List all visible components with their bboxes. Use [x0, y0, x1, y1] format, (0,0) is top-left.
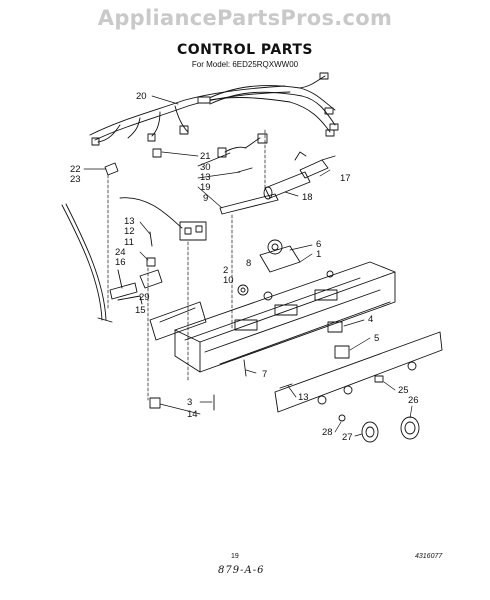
callout-22: 22 — [70, 164, 81, 175]
callout-18: 18 — [302, 192, 313, 203]
callout-26: 26 — [408, 395, 419, 406]
callout-27: 27 — [342, 432, 353, 443]
part-21-clip — [152, 148, 162, 158]
screw-7 — [243, 359, 247, 377]
callout-14: 14 — [187, 409, 198, 420]
callout-23: 23 — [70, 174, 81, 185]
part-14-bracket — [149, 397, 161, 409]
screw-13-bottom — [279, 383, 293, 389]
callout-25: 25 — [398, 385, 409, 396]
wire-harness — [89, 72, 339, 146]
callout-20: 20 — [136, 91, 147, 102]
callout-17: 17 — [340, 173, 351, 184]
part-22 — [104, 162, 119, 176]
part-8-knob-bushing — [237, 284, 249, 296]
part-5-switch — [334, 345, 350, 359]
part-28-washer — [338, 414, 346, 422]
watermark: AppliancePartsPros.com — [97, 6, 393, 30]
callout-28: 28 — [322, 427, 333, 438]
model-line: For Model: 6ED25RQXWW00 — [191, 60, 299, 69]
handwritten-note: 879-A-6 — [218, 565, 265, 576]
callout-11: 11 — [124, 237, 134, 248]
callout-labels: 20 21 30 13 19 9 17 18 22 23 13 12 11 24… — [70, 91, 419, 443]
diagram-title: CONTROL PARTS — [176, 42, 313, 58]
callout-9: 9 — [203, 193, 208, 204]
callout-24: 24 — [115, 247, 126, 258]
part-30-wire — [224, 146, 247, 153]
part-23-rod — [61, 204, 103, 321]
callout-10: 10 — [223, 275, 234, 286]
callout-6: 6 — [316, 239, 321, 250]
callout-29: 29 — [139, 292, 150, 303]
callout-19: 19 — [200, 182, 211, 193]
callout-5: 5 — [374, 333, 379, 344]
document-number: 4316077 — [415, 553, 443, 560]
callout-1: 1 — [316, 249, 321, 260]
callout-30: 30 — [200, 162, 211, 173]
part-18 — [264, 171, 311, 199]
callout-8: 8 — [246, 258, 251, 269]
callout-21: 21 — [200, 151, 211, 162]
callout-15: 15 — [135, 305, 146, 316]
callout-13-bottom: 13 — [298, 392, 309, 403]
part-25-console — [274, 331, 443, 413]
callout-13-left: 13 — [124, 216, 135, 227]
part-6-thermostat — [259, 245, 301, 273]
capillary-tube — [119, 197, 183, 229]
callout-3: 3 — [187, 397, 192, 408]
callout-2: 2 — [223, 265, 228, 276]
part-9-control — [179, 221, 207, 241]
page-number: 19 — [231, 553, 239, 560]
callout-7: 7 — [262, 369, 267, 380]
control-housing — [149, 261, 396, 373]
part-19-rod — [219, 193, 279, 215]
screw-13-top — [237, 167, 253, 173]
part-26-knob — [400, 416, 420, 440]
callout-12: 12 — [124, 226, 135, 237]
callout-16: 16 — [115, 257, 126, 268]
part-4-switch — [327, 321, 343, 333]
callout-4: 4 — [368, 314, 373, 325]
callout-13-top: 13 — [200, 172, 211, 183]
part-27-knob — [361, 421, 379, 443]
